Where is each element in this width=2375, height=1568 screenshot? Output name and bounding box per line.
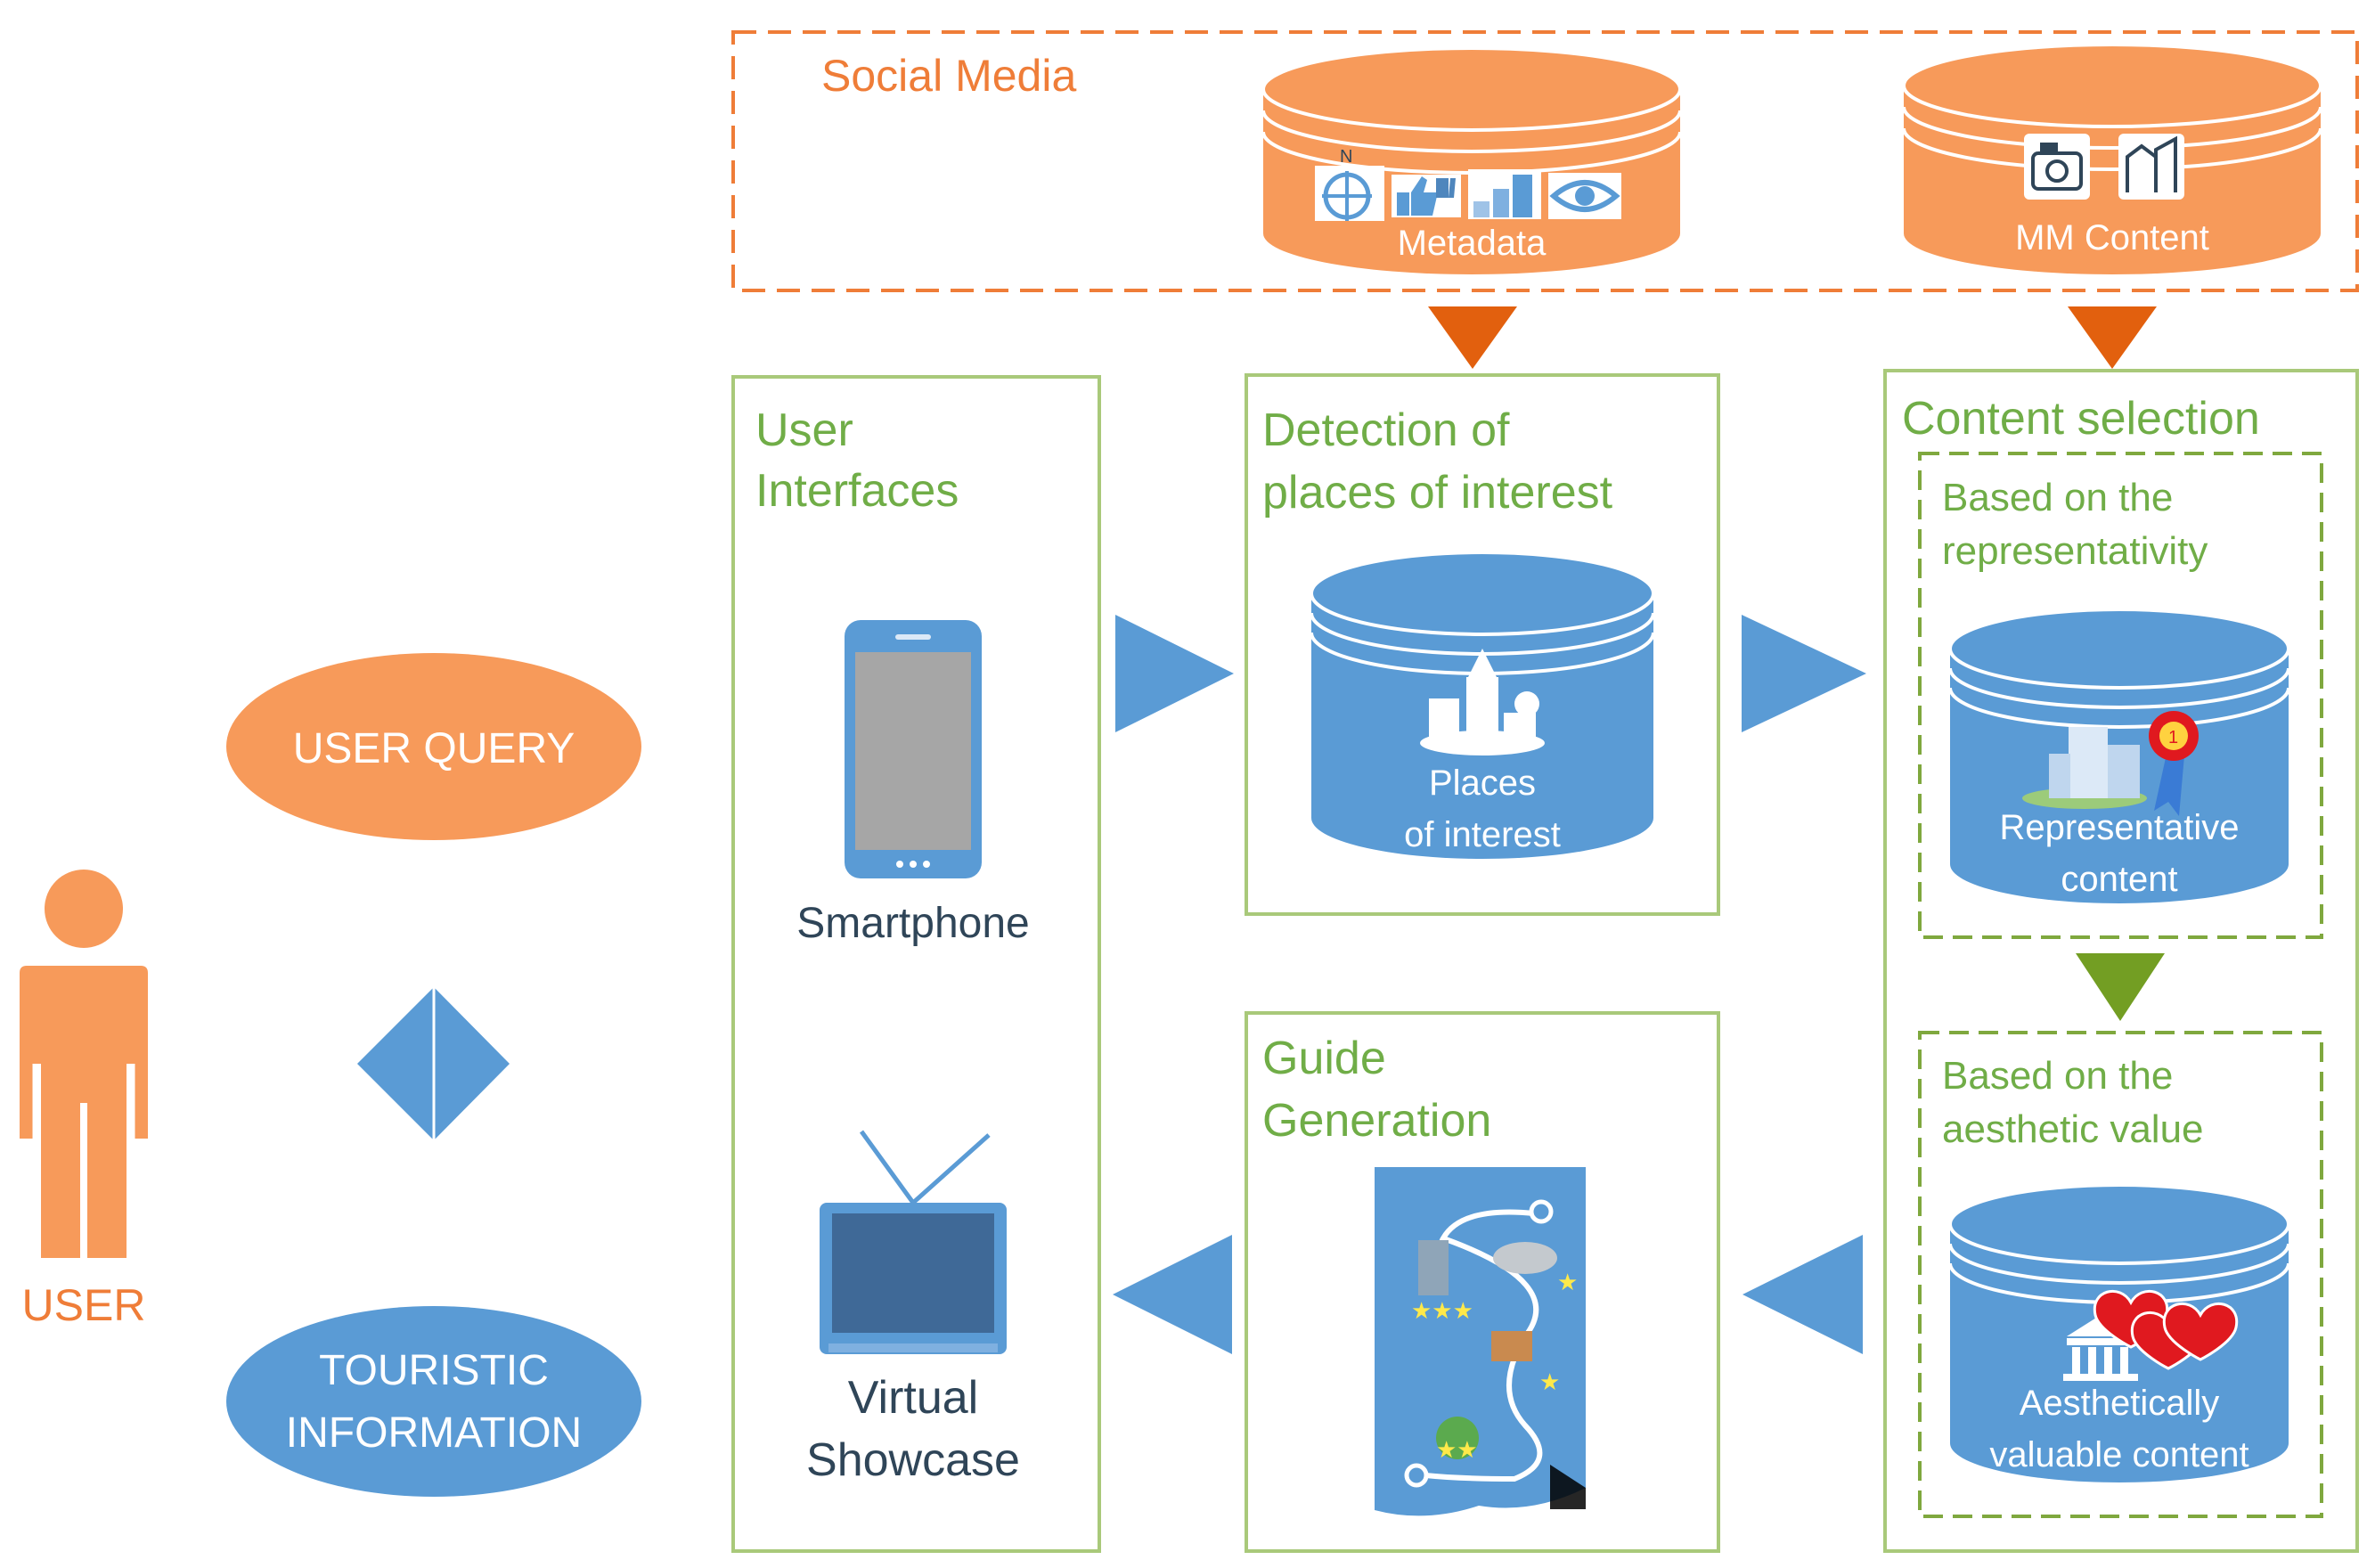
content-selection-down-arrow bbox=[2076, 953, 2165, 1021]
virtual-showcase-label-line1: Virtual bbox=[848, 1372, 978, 1424]
representative-label-line2: content bbox=[2061, 860, 2177, 899]
aesthetic-title-line2: aesthetic value bbox=[1942, 1107, 2204, 1151]
content-selection-title: Content selection bbox=[1902, 393, 2260, 445]
touristic-information-label-line2: INFORMATION bbox=[286, 1409, 582, 1457]
svg-text:★: ★ bbox=[1557, 1269, 1578, 1295]
guide-generation-group: Guide Generation ★★★ ★ ★ ★★ bbox=[1245, 1011, 1720, 1553]
detection-group: Detection of places of interest Places o… bbox=[1245, 373, 1720, 916]
social-media-title: Social Media bbox=[821, 51, 1076, 101]
mm-content-down-arrow bbox=[2068, 306, 2157, 369]
detection-to-selection-arrow bbox=[1742, 615, 1866, 732]
svg-text:N: N bbox=[1340, 147, 1352, 167]
touristic-information-label-line1: TOURISTIC bbox=[319, 1347, 549, 1394]
mm-content-label: MM Content bbox=[2015, 218, 2209, 257]
user-person-icon bbox=[20, 870, 148, 1258]
guide-generation-frame bbox=[1245, 1011, 1720, 1553]
user-side-group: USER QUERY TOURISTIC INFORMATION USER bbox=[20, 653, 641, 1497]
aesthetic-frame bbox=[1918, 1031, 2323, 1518]
thumbs-icon bbox=[1392, 175, 1461, 217]
content-selection-frame bbox=[1883, 369, 2359, 1553]
user-interfaces-title-line2: Interfaces bbox=[755, 465, 959, 517]
user-label: USER bbox=[22, 1280, 146, 1330]
bar-chart-icon bbox=[1468, 169, 1541, 219]
user-query-label: USER QUERY bbox=[293, 725, 575, 772]
touristic-information-ellipse bbox=[226, 1306, 641, 1497]
svg-text:★★: ★★ bbox=[1436, 1436, 1478, 1463]
user-query-ellipse bbox=[226, 653, 641, 840]
monument-icon bbox=[2118, 134, 2184, 200]
selection-to-guide-arrow bbox=[1742, 1235, 1863, 1354]
hearts-museum-icon bbox=[2063, 1289, 2239, 1381]
social-media-frame bbox=[731, 30, 2359, 292]
representativity-frame bbox=[1918, 452, 2323, 939]
guide-to-ui-arrow bbox=[1113, 1235, 1232, 1354]
guide-map-icon: ★★★ ★ ★ ★★ bbox=[1375, 1167, 1586, 1516]
eye-icon bbox=[1548, 173, 1621, 219]
smartphone-label: Smartphone bbox=[796, 900, 1030, 947]
representative-label-line1: Representative bbox=[1999, 808, 2239, 847]
detection-title-line2: places of interest bbox=[1262, 467, 1613, 519]
aesthetic-label-line1: Aesthetically bbox=[2020, 1384, 2220, 1423]
user-interfaces-group: User Interfaces Smartphone Virtual Showc… bbox=[731, 375, 1101, 1553]
tv-icon bbox=[820, 1130, 1007, 1354]
svg-text:1: 1 bbox=[2168, 728, 2178, 747]
ui-to-detection-arrow bbox=[1115, 615, 1234, 732]
aesthetic-content-database: Aesthetically valuable content bbox=[1948, 1183, 2290, 1482]
city-icon bbox=[1420, 649, 1545, 755]
user-interfaces-title-line1: User bbox=[755, 404, 853, 456]
places-of-interest-database: Places of interest bbox=[1310, 551, 1655, 859]
aesthetic-label-line2: valuable content bbox=[1989, 1435, 2248, 1474]
guide-title-line1: Guide bbox=[1262, 1033, 1386, 1084]
metadata-label: Metadata bbox=[1398, 224, 1547, 263]
metadata-database: N Metadata bbox=[1261, 46, 1682, 274]
svg-text:★★★: ★★★ bbox=[1411, 1297, 1473, 1324]
virtual-showcase-label-line2: Showcase bbox=[806, 1434, 1020, 1486]
detection-frame bbox=[1245, 373, 1720, 916]
award-buildings-icon: 1 bbox=[2022, 711, 2199, 816]
user-interfaces-frame bbox=[731, 375, 1101, 1553]
places-label-line2: of interest bbox=[1404, 815, 1561, 854]
metadata-down-arrow bbox=[1428, 306, 1517, 369]
representativity-title-line2: representativity bbox=[1942, 529, 2208, 573]
guide-title-line2: Generation bbox=[1262, 1095, 1491, 1147]
social-media-group: Social Media N bbox=[731, 30, 2359, 369]
svg-text:★: ★ bbox=[1539, 1368, 1560, 1395]
representativity-title-line1: Based on the bbox=[1942, 476, 2173, 519]
representative-content-database: 1 Representative content bbox=[1948, 608, 2290, 903]
mm-content-database: MM Content bbox=[1902, 43, 2322, 274]
compass-icon: N bbox=[1315, 147, 1384, 221]
smartphone-icon bbox=[845, 620, 982, 878]
camera-icon bbox=[2024, 134, 2090, 200]
content-selection-group: Content selection Based on the represent… bbox=[1883, 369, 2359, 1553]
places-label-line1: Places bbox=[1429, 764, 1536, 803]
detection-title-line1: Detection of bbox=[1262, 404, 1510, 456]
aesthetic-title-line1: Based on the bbox=[1942, 1054, 2173, 1098]
